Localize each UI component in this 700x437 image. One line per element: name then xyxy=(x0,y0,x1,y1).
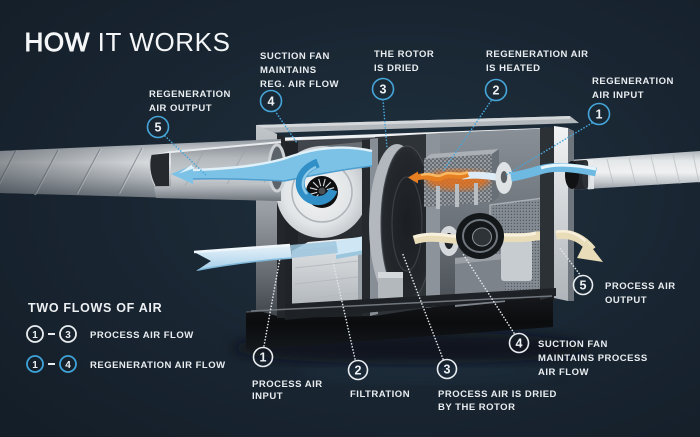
svg-text:AIR OUTPUT: AIR OUTPUT xyxy=(149,103,212,114)
svg-text:IS HEATED: IS HEATED xyxy=(486,63,540,74)
svg-text:4: 4 xyxy=(268,95,275,109)
svg-text:2: 2 xyxy=(493,84,500,98)
svg-text:AIR INPUT: AIR INPUT xyxy=(592,90,644,101)
svg-text:FILTRATION: FILTRATION xyxy=(350,389,410,400)
svg-text:PROCESS AIR: PROCESS AIR xyxy=(605,281,676,292)
svg-text:4: 4 xyxy=(516,337,523,351)
svg-text:1: 1 xyxy=(32,360,38,371)
svg-text:PROCESS AIR IS DRIED: PROCESS AIR IS DRIED xyxy=(438,389,557,400)
svg-text:OUTPUT: OUTPUT xyxy=(605,295,647,306)
svg-text:3: 3 xyxy=(444,363,451,377)
svg-text:INPUT: INPUT xyxy=(252,391,283,402)
svg-text:SUCTION FAN: SUCTION FAN xyxy=(538,339,608,350)
svg-text:MAINTAINS: MAINTAINS xyxy=(260,65,317,76)
svg-text:PROCESS AIR FLOW: PROCESS AIR FLOW xyxy=(90,330,194,341)
svg-text:AIR FLOW: AIR FLOW xyxy=(538,367,589,378)
svg-text:PROCESS AIR: PROCESS AIR xyxy=(252,379,323,390)
svg-text:IS DRIED: IS DRIED xyxy=(374,63,419,74)
svg-text:SUCTION FAN: SUCTION FAN xyxy=(260,51,330,62)
svg-text:THE ROTOR: THE ROTOR xyxy=(374,49,434,60)
svg-text:TWO FLOWS OF AIR: TWO FLOWS OF AIR xyxy=(28,301,162,315)
svg-text:3: 3 xyxy=(380,83,387,97)
svg-text:1: 1 xyxy=(596,108,603,122)
svg-text:HOW IT WORKS: HOW IT WORKS xyxy=(25,27,231,57)
svg-text:1: 1 xyxy=(32,330,38,341)
svg-text:2: 2 xyxy=(355,364,362,378)
svg-text:1: 1 xyxy=(260,351,267,365)
svg-text:5: 5 xyxy=(580,279,587,293)
svg-text:MAINTAINS PROCESS: MAINTAINS PROCESS xyxy=(538,353,648,364)
svg-text:3: 3 xyxy=(65,330,71,341)
svg-text:REGENERATION AIR FLOW: REGENERATION AIR FLOW xyxy=(90,360,226,371)
svg-text:REGENERATION: REGENERATION xyxy=(149,89,231,100)
svg-text:5: 5 xyxy=(155,121,162,135)
svg-text:REG. AIR FLOW: REG. AIR FLOW xyxy=(260,79,339,90)
svg-text:REGENERATION: REGENERATION xyxy=(592,76,674,87)
svg-text:4: 4 xyxy=(65,360,71,371)
svg-text:BY THE ROTOR: BY THE ROTOR xyxy=(438,402,515,413)
svg-text:REGENERATION AIR: REGENERATION AIR xyxy=(486,49,588,60)
